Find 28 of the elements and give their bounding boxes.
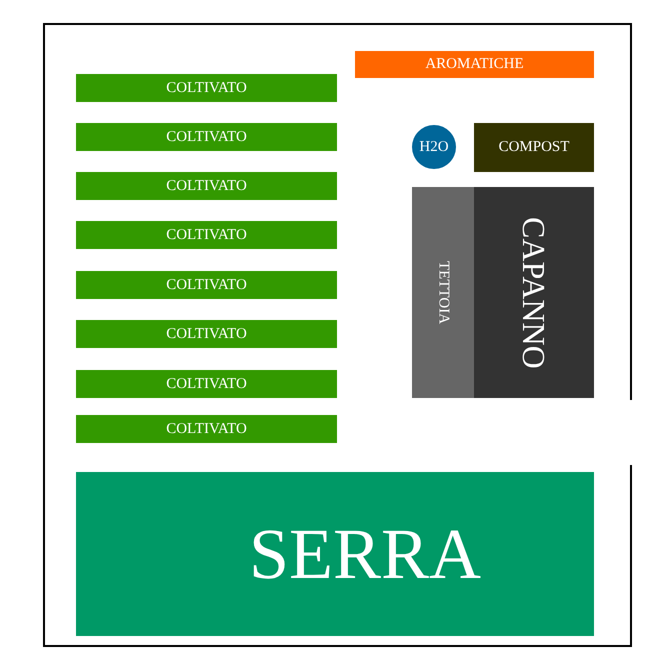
plot-label: COLTIVATO	[166, 278, 247, 292]
plot-label: COLTIVATO	[166, 130, 247, 144]
greenhouse	[76, 472, 594, 636]
water-point	[412, 125, 456, 169]
crop-bed	[76, 123, 337, 151]
canopy-area	[412, 187, 474, 398]
plot-label: COLTIVATO	[166, 228, 247, 242]
compost-area	[474, 123, 594, 172]
plot-label: COLTIVATO	[166, 422, 247, 436]
plot-label: CAPANNO	[518, 216, 550, 368]
herb-bed	[355, 51, 594, 78]
plot-label: COLTIVATO	[166, 178, 247, 194]
crop-bed	[76, 415, 337, 443]
crop-bed	[76, 271, 337, 299]
plot-label: COLTIVATO	[166, 326, 247, 342]
crop-bed	[76, 172, 337, 200]
shed	[474, 187, 594, 398]
plot-label: AROMATICHE	[425, 57, 524, 72]
crop-bed	[76, 370, 337, 398]
plot-label: COLTIVATO	[166, 376, 247, 392]
plot-label: H2O	[419, 140, 449, 154]
crop-bed	[76, 221, 337, 249]
plot-label: COLTIVATO	[166, 80, 247, 96]
crop-bed	[76, 74, 337, 102]
plot-label: COMPOST	[498, 140, 570, 155]
plot-label: TETTOIA	[436, 260, 450, 324]
crop-bed	[76, 320, 337, 348]
plot-label: SERRA	[248, 518, 482, 590]
